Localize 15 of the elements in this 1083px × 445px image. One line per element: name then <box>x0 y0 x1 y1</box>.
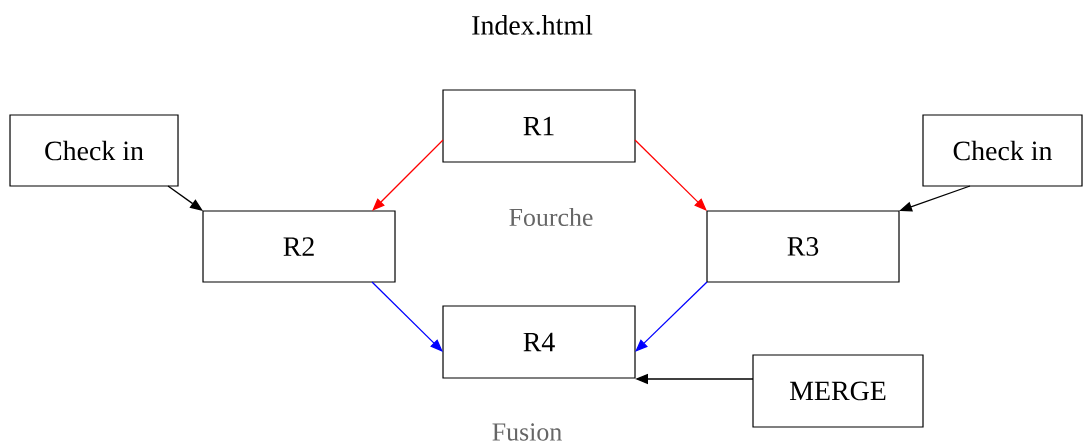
arrow <box>371 281 443 352</box>
title: Index.html <box>472 15 593 35</box>
diagram-label: Fourche <box>509 207 593 227</box>
process-box: MERGE <box>752 354 924 428</box>
arrow <box>167 185 203 211</box>
process-box: Check in <box>922 114 1083 187</box>
arrow <box>372 139 444 211</box>
process-box: Check in <box>9 114 179 187</box>
process-box: R1 <box>442 89 636 163</box>
diagram-label: Fusion <box>492 423 562 441</box>
arrow <box>634 139 707 211</box>
arrow <box>635 281 708 352</box>
process-box: R3 <box>706 210 900 283</box>
process-box: R4 <box>442 305 636 379</box>
process-box: R2 <box>202 210 396 283</box>
